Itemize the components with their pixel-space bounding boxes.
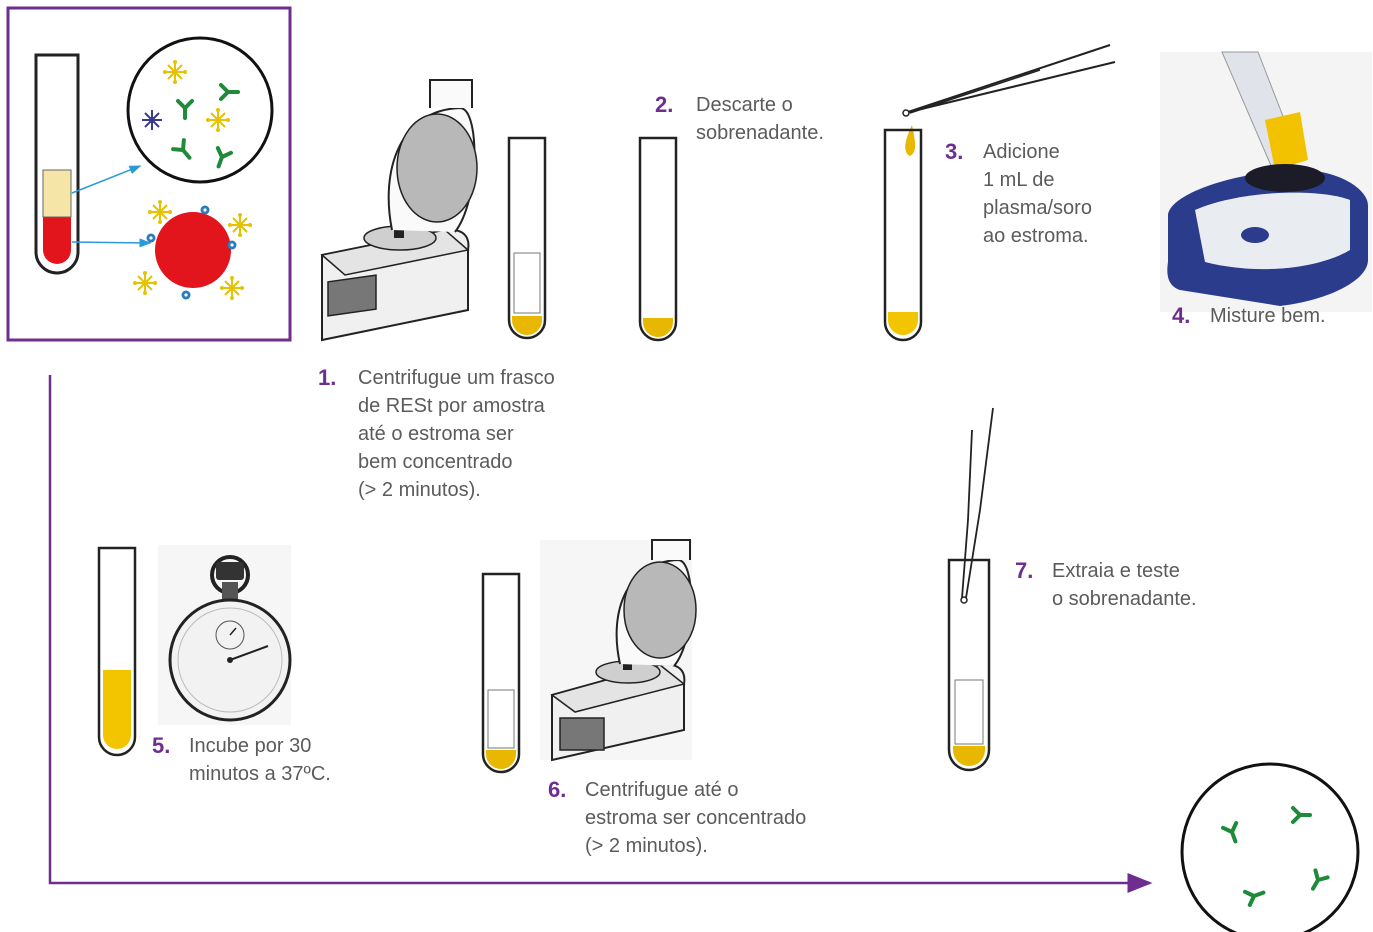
plasma-serum-illustration xyxy=(8,8,290,340)
stopwatch-icon xyxy=(158,545,291,725)
centrifuge-icon xyxy=(540,540,696,760)
step-number: 1. xyxy=(318,364,336,392)
step-1-label: 1. Centrifugue um frasco de RESt por amo… xyxy=(318,364,555,504)
magnifier-circle-icon xyxy=(128,38,272,182)
step-number: 5. xyxy=(152,732,170,760)
step-2-label: 2. Descarte o sobrenadante. xyxy=(655,91,824,147)
step-3-label: 3. Adicione 1 mL de plasma/soro ao estro… xyxy=(945,138,1092,250)
centrifuge-icon xyxy=(322,80,477,340)
step-number: 3. xyxy=(945,138,963,166)
test-tube-icon xyxy=(36,55,78,273)
test-tube-icon xyxy=(509,138,545,338)
step-7-label: 7. Extraia e teste o sobrenadante. xyxy=(1015,557,1197,613)
test-tube-icon xyxy=(483,574,519,772)
step-number: 7. xyxy=(1015,557,1033,585)
red-cell-icon xyxy=(133,200,252,300)
step-number: 4. xyxy=(1172,302,1190,330)
step-5-label: 5. Incube por 30 minutos a 37ºC. xyxy=(152,732,331,788)
vortex-mixer-icon xyxy=(1160,52,1372,312)
test-tube-icon xyxy=(885,130,921,340)
step-number: 6. xyxy=(548,776,566,804)
step-6-label: 6. Centrifugue até o estroma ser concent… xyxy=(548,776,806,860)
test-tube-icon xyxy=(99,548,135,755)
test-tube-icon xyxy=(640,138,676,340)
magnifier-circle-icon xyxy=(1182,764,1358,932)
step-number: 2. xyxy=(655,91,673,119)
test-tube-icon xyxy=(949,560,989,770)
step-4-label: 4. Misture bem. xyxy=(1172,302,1326,330)
